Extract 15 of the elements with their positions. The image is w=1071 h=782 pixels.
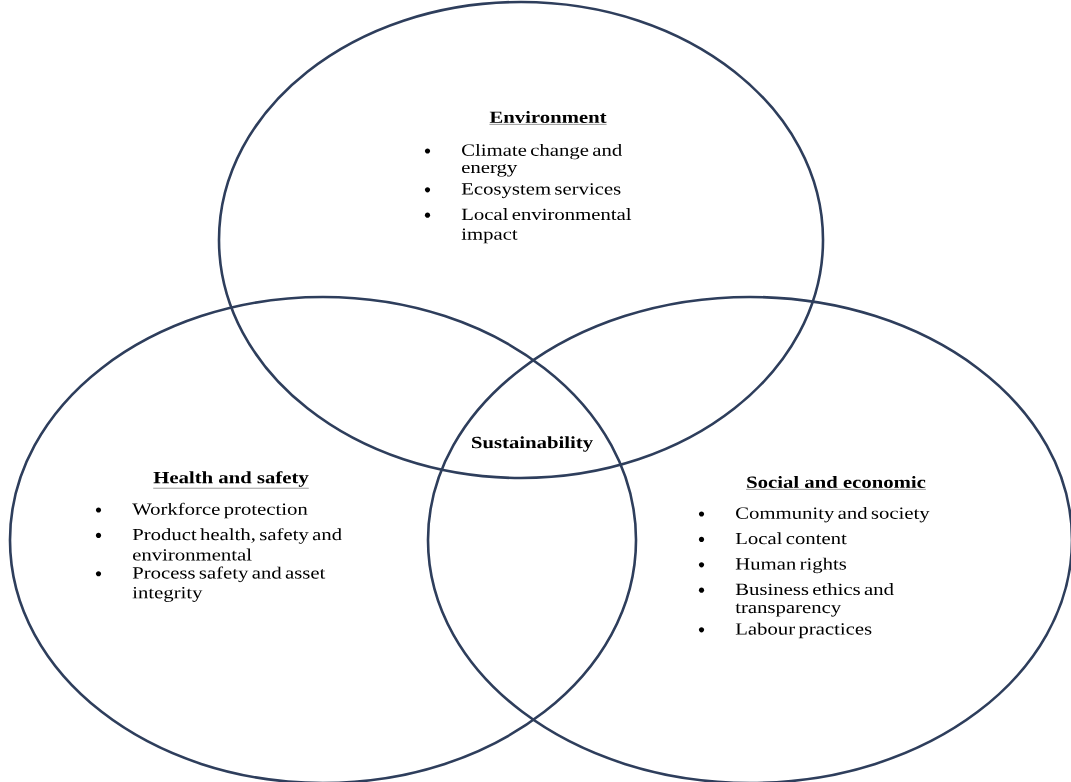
- list-item: Local content: [698, 532, 847, 545]
- list-item: Process safety and asset integrity: [95, 566, 326, 602]
- list-item: Labour practices: [698, 622, 872, 639]
- list-item: Climate change and energy: [424, 143, 622, 177]
- heading: Health and safety: [153, 471, 309, 489]
- list-item: Workforce protection: [95, 502, 308, 519]
- heading: Social and economic: [745, 476, 927, 490]
- list-item: Human rights: [698, 557, 847, 574]
- list-item: Product health, safety and environmental: [95, 528, 342, 561]
- list-item: Community and society: [698, 506, 930, 523]
- heading: Environment: [489, 111, 607, 125]
- center-label: Sustainability: [472, 436, 593, 452]
- list-item: Business ethics and transparency: [698, 583, 894, 617]
- list-item: Local environmental impact: [424, 208, 632, 244]
- list-item: Ecosystem services: [424, 183, 621, 199]
